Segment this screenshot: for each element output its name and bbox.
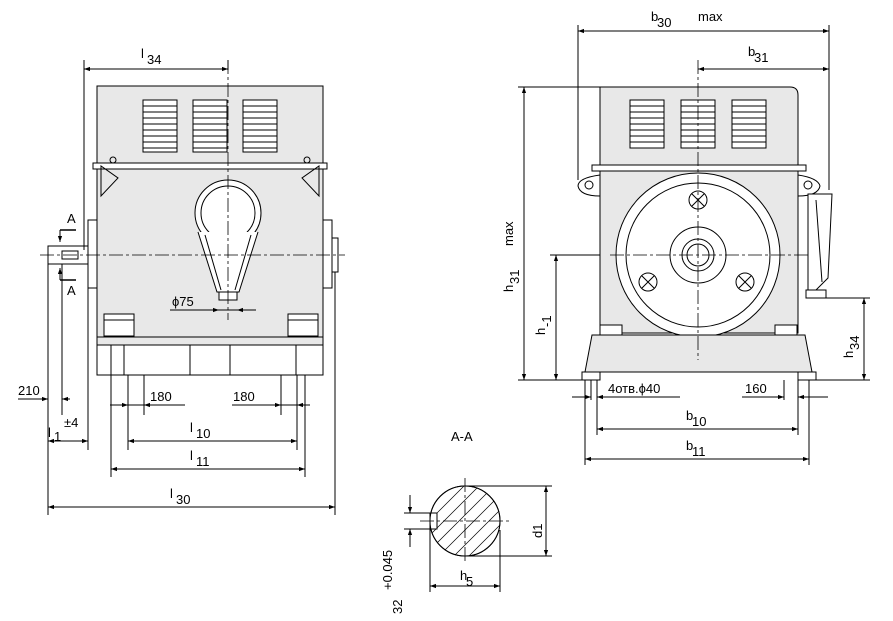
svg-text:31: 31 <box>754 50 768 65</box>
svg-text:-1: -1 <box>539 315 554 327</box>
svg-text:1: 1 <box>54 429 61 444</box>
svg-text:5: 5 <box>466 574 473 589</box>
dim-h31-label: h <box>501 285 516 292</box>
dim-phi75: ϕ75 <box>172 294 194 309</box>
dim-key-32: 32 <box>390 600 405 614</box>
dim-h1-label: h <box>533 328 548 335</box>
dim-holes: 4отв.ϕ40 <box>608 381 660 396</box>
dim-b10-label: b <box>686 408 693 423</box>
front-terminal-box <box>194 179 262 301</box>
svg-text:30: 30 <box>176 492 190 507</box>
svg-text:10: 10 <box>196 426 210 441</box>
section-mark-top: A <box>67 211 76 226</box>
section-mark-bottom: A <box>67 283 76 298</box>
svg-text:±4: ±4 <box>64 415 78 430</box>
section-a-a: A-A d1 h 5 32 +0.045 <box>380 429 552 614</box>
front-left-foot-pad <box>103 313 135 337</box>
front-base-frame <box>96 344 324 376</box>
svg-text:10: 10 <box>692 414 706 429</box>
front-vent-grilles <box>142 99 278 153</box>
svg-text:34: 34 <box>847 336 862 350</box>
front-top-flange <box>92 162 328 170</box>
dim-l1-label: l <box>48 425 51 440</box>
svg-text:11: 11 <box>196 454 210 469</box>
side-view <box>577 60 833 381</box>
side-base <box>584 334 813 373</box>
dim-160: 160 <box>745 381 767 396</box>
svg-text:31: 31 <box>507 270 522 284</box>
dim-l30-label: l <box>170 486 173 501</box>
svg-text:34: 34 <box>147 52 161 67</box>
svg-text:11: 11 <box>692 444 706 459</box>
dim-210: 210 <box>18 383 40 398</box>
dim-h34-label: h <box>841 351 856 358</box>
dim-b11-label: b <box>686 438 693 453</box>
side-vent-grilles <box>629 99 767 149</box>
section-title: A-A <box>451 429 473 444</box>
dim-180-right: 180 <box>233 389 255 404</box>
svg-text:max: max <box>698 9 723 24</box>
front-right-foot-pad <box>287 313 319 337</box>
dim-l11-label: l <box>190 448 193 463</box>
dim-b30-label: b <box>651 9 658 24</box>
side-terminal-box <box>807 193 833 291</box>
svg-text:max: max <box>501 221 516 246</box>
svg-text:30: 30 <box>657 15 671 30</box>
side-view-dimensions: b 30 max b 31 h 31 max h -1 h 34 4отв.ϕ4… <box>501 9 870 465</box>
dim-l10-label: l <box>190 420 193 435</box>
front-right-shield <box>322 219 333 289</box>
dim-l34-label: l <box>141 46 144 61</box>
dim-d1: d1 <box>530 524 545 538</box>
front-left-shield <box>87 219 98 289</box>
dim-key-tolerance: +0.045 <box>380 550 395 590</box>
front-view-dimensions: l 34 A A ϕ75 210 180 180 l 1 ±4 <box>18 46 336 515</box>
dim-h5-label: h <box>460 568 467 583</box>
dim-b31-label: b <box>748 44 755 59</box>
front-view <box>40 60 345 406</box>
dim-180-left: 180 <box>150 389 172 404</box>
